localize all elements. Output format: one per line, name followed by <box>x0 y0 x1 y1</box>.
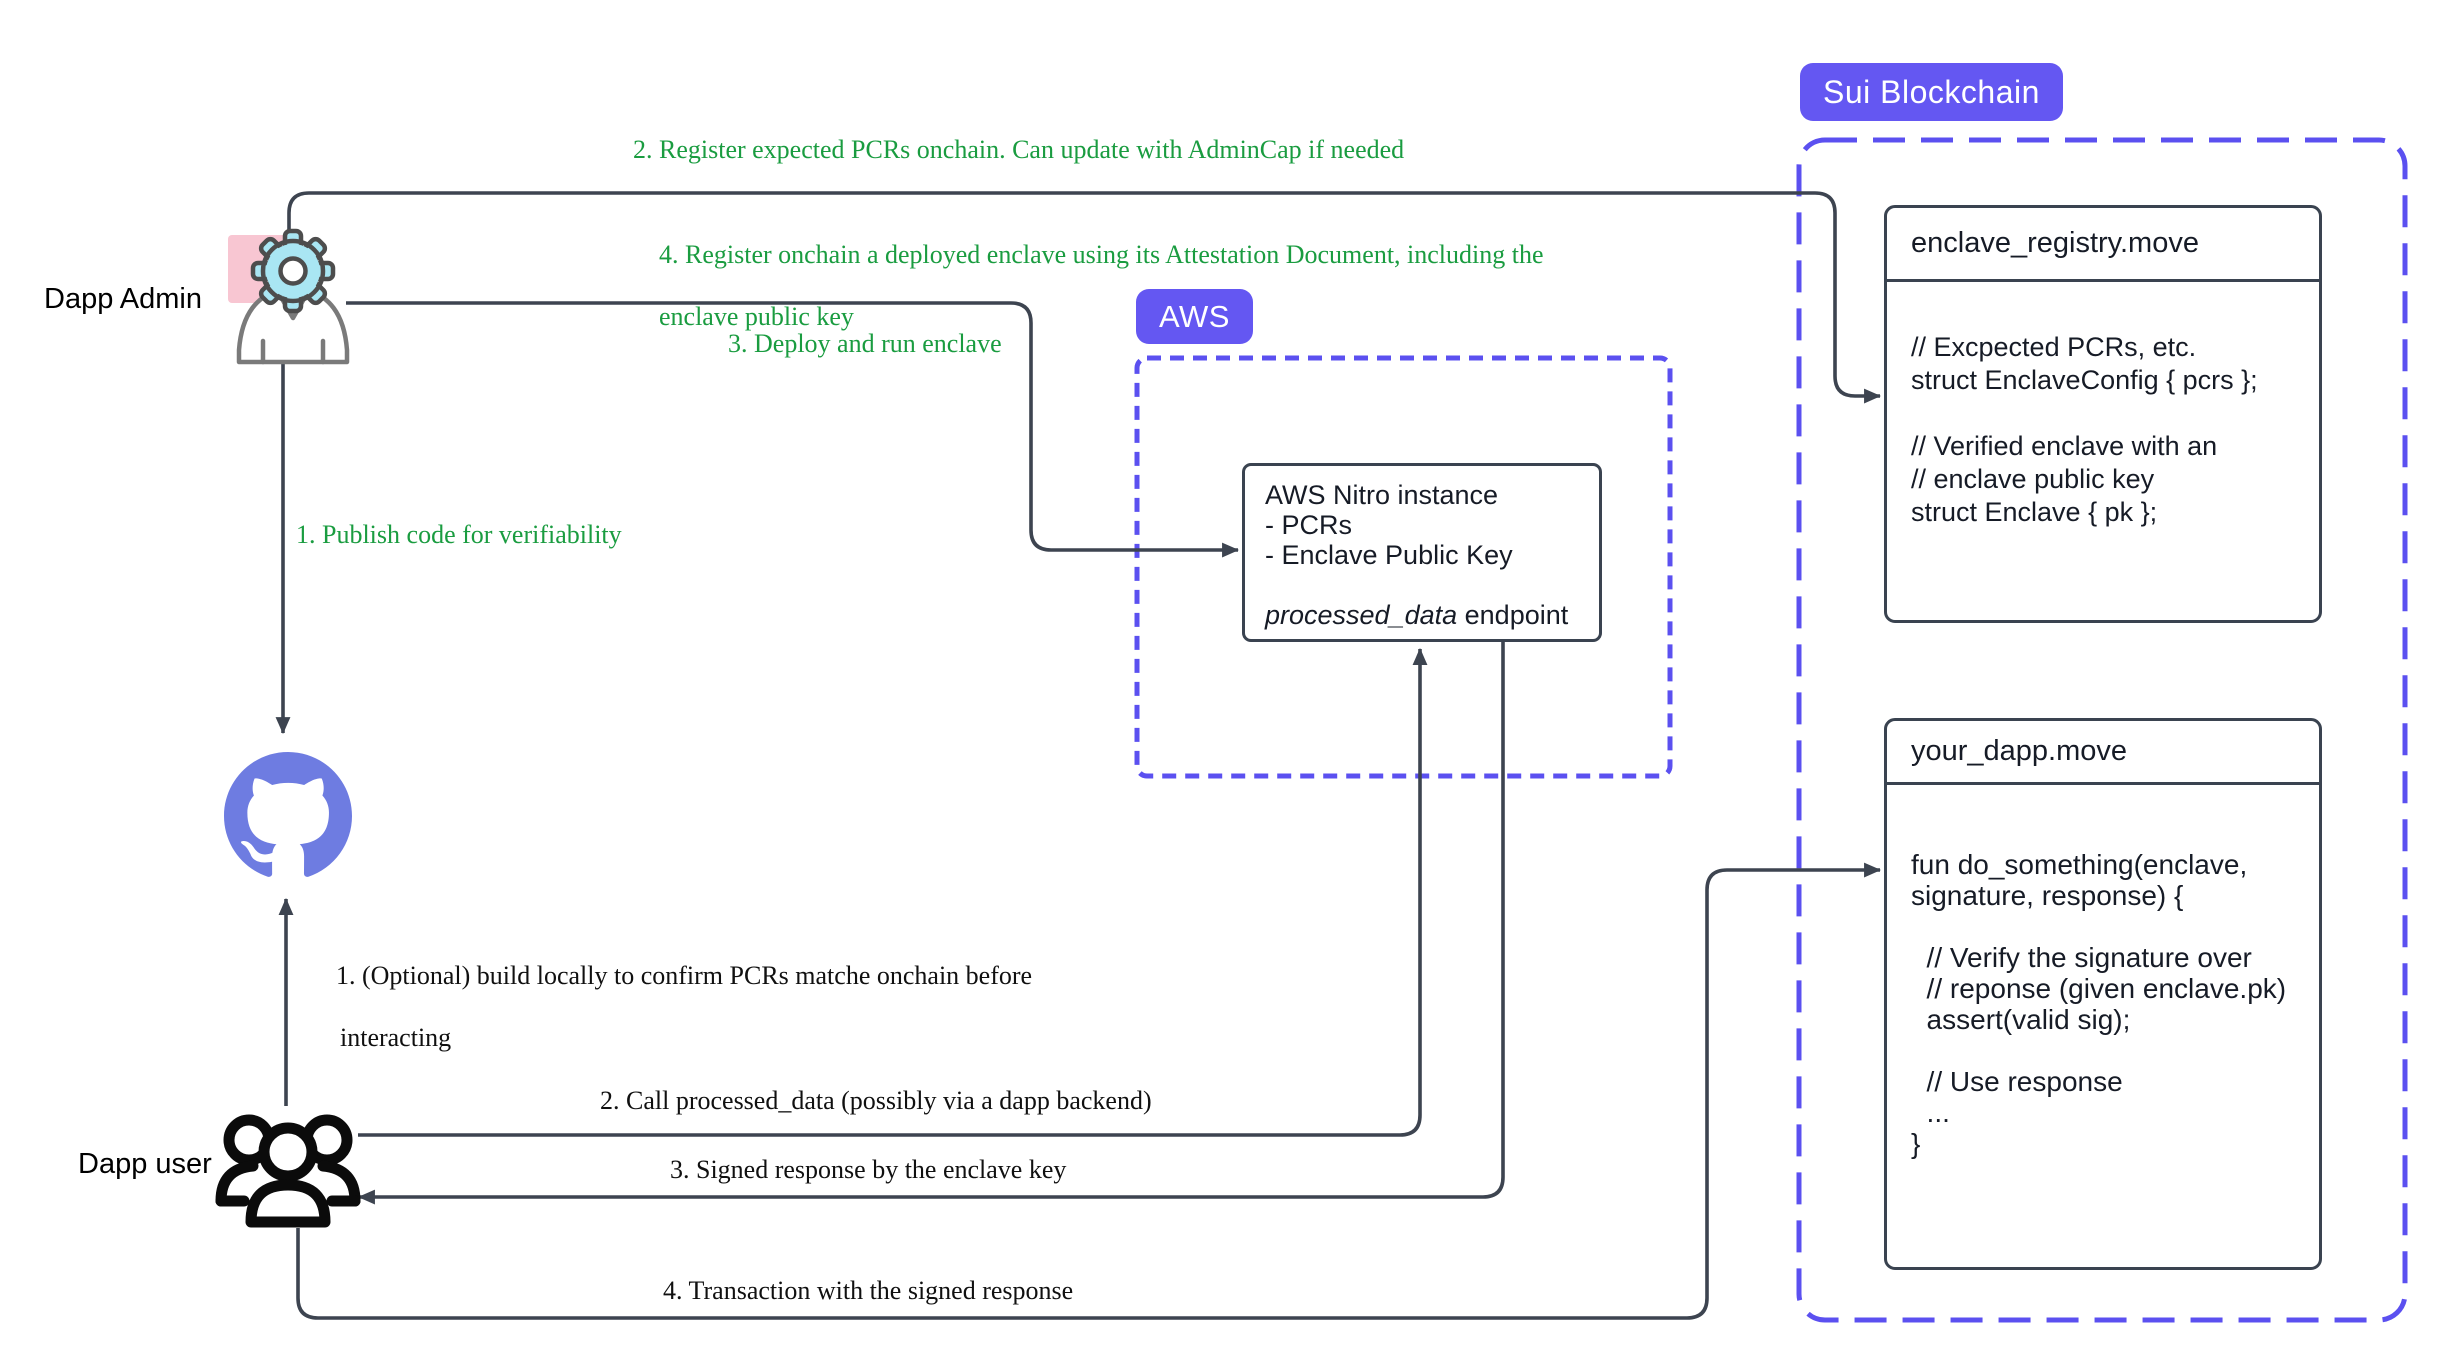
your-dapp-title: your_dapp.move <box>1887 721 2319 785</box>
code-line <box>1911 1035 2319 1066</box>
flow-call-user-to-nitro <box>358 647 1428 1137</box>
flow-deploy-admin-to-nitro <box>346 301 1240 558</box>
dapp-admin-icon <box>228 228 350 365</box>
code-line: assert(valid sig); <box>1911 1004 2131 1035</box>
note-deploy-enclave: 3. Deploy and run enclave <box>728 329 1002 358</box>
dapp-user-icon <box>215 1114 361 1228</box>
note-transaction-signed-response: 4. Transaction with the signed response <box>663 1276 1074 1305</box>
note-publish-code: 1. Publish code for verifiability <box>296 520 622 549</box>
aws-nitro-instance-box: AWS Nitro instance - PCRs - Enclave Publ… <box>1242 463 1602 642</box>
code-line: fun do_something(enclave, <box>1911 849 2248 880</box>
nitro-line: - Enclave Public Key <box>1265 540 1513 570</box>
note-build-locally: 1. (Optional) build locally to confirm P… <box>310 929 1032 1115</box>
code-line: // Verify the signature over <box>1911 942 2252 973</box>
code-line: // reponse (given enclave.pk) <box>1911 973 2287 1004</box>
endpoint-word: endpoint <box>1457 600 1569 630</box>
flow-register-pcrs-admin-to-registry <box>287 191 1882 404</box>
nitro-line: - PCRs <box>1265 510 1352 540</box>
code-line: struct EnclaveConfig { pcrs }; <box>1911 365 2258 395</box>
aws-nitro-instance-text: AWS Nitro instance - PCRs - Enclave Publ… <box>1245 466 1599 630</box>
dapp-admin-label: Dapp Admin <box>44 283 202 315</box>
enclave-registry-code: // Excpected PCRs, etc. struct EnclaveCo… <box>1887 282 2319 530</box>
processed-data-endpoint-name: processed_data <box>1265 600 1458 630</box>
note-build-line2: interacting <box>340 1023 452 1052</box>
github-icon <box>224 752 352 877</box>
code-line: // Use response <box>1911 1066 2123 1097</box>
code-line <box>1911 398 2319 431</box>
note-signed-response: 3. Signed response by the enclave key <box>670 1155 1067 1184</box>
flow-transaction-user-to-dapp <box>296 862 1882 1320</box>
your-dapp-move-box: your_dapp.move fun do_something(enclave,… <box>1884 718 2322 1270</box>
note-call-processed-data: 2. Call processed_data (possibly via a d… <box>600 1086 1152 1115</box>
note-register-enclave: 4. Register onchain a deployed enclave u… <box>633 208 1544 363</box>
code-line: // Excpected PCRs, etc. <box>1911 332 2197 362</box>
code-line: signature, response) { <box>1911 880 2184 911</box>
note-register-enclave-line1: 4. Register onchain a deployed enclave u… <box>659 240 1544 269</box>
code-line: // Verified enclave with an <box>1911 431 2218 461</box>
aws-badge: AWS <box>1136 289 1253 344</box>
sui-blockchain-badge: Sui Blockchain <box>1800 63 2063 121</box>
your-dapp-code: fun do_something(enclave, signature, res… <box>1887 785 2319 1159</box>
code-line: struct Enclave { pk }; <box>1911 497 2158 527</box>
nitro-endpoint-line: processed_data endpoint <box>1265 600 1599 630</box>
enclave-registry-title: enclave_registry.move <box>1887 208 2319 282</box>
code-line: } <box>1911 1128 1921 1159</box>
sui-blockchain-dashed-region <box>1796 137 2408 1323</box>
note-register-pcrs: 2. Register expected PCRs onchain. Can u… <box>633 135 1405 164</box>
enclave-registry-move-box: enclave_registry.move // Excpected PCRs,… <box>1884 205 2322 623</box>
note-register-enclave-line2: enclave public key <box>659 302 854 331</box>
nitro-line <box>1265 570 1599 600</box>
code-line <box>1911 911 2319 942</box>
note-build-line1: 1. (Optional) build locally to confirm P… <box>336 961 1033 990</box>
code-line: // enclave public key <box>1911 464 2155 494</box>
aws-dashed-region <box>1134 355 1673 779</box>
nitro-line: AWS Nitro instance <box>1265 480 1499 510</box>
gear-icon <box>250 228 336 314</box>
dapp-user-label: Dapp user <box>78 1148 212 1180</box>
flow-signed-nitro-to-user <box>357 642 1505 1205</box>
code-line: ... <box>1911 1097 1950 1128</box>
